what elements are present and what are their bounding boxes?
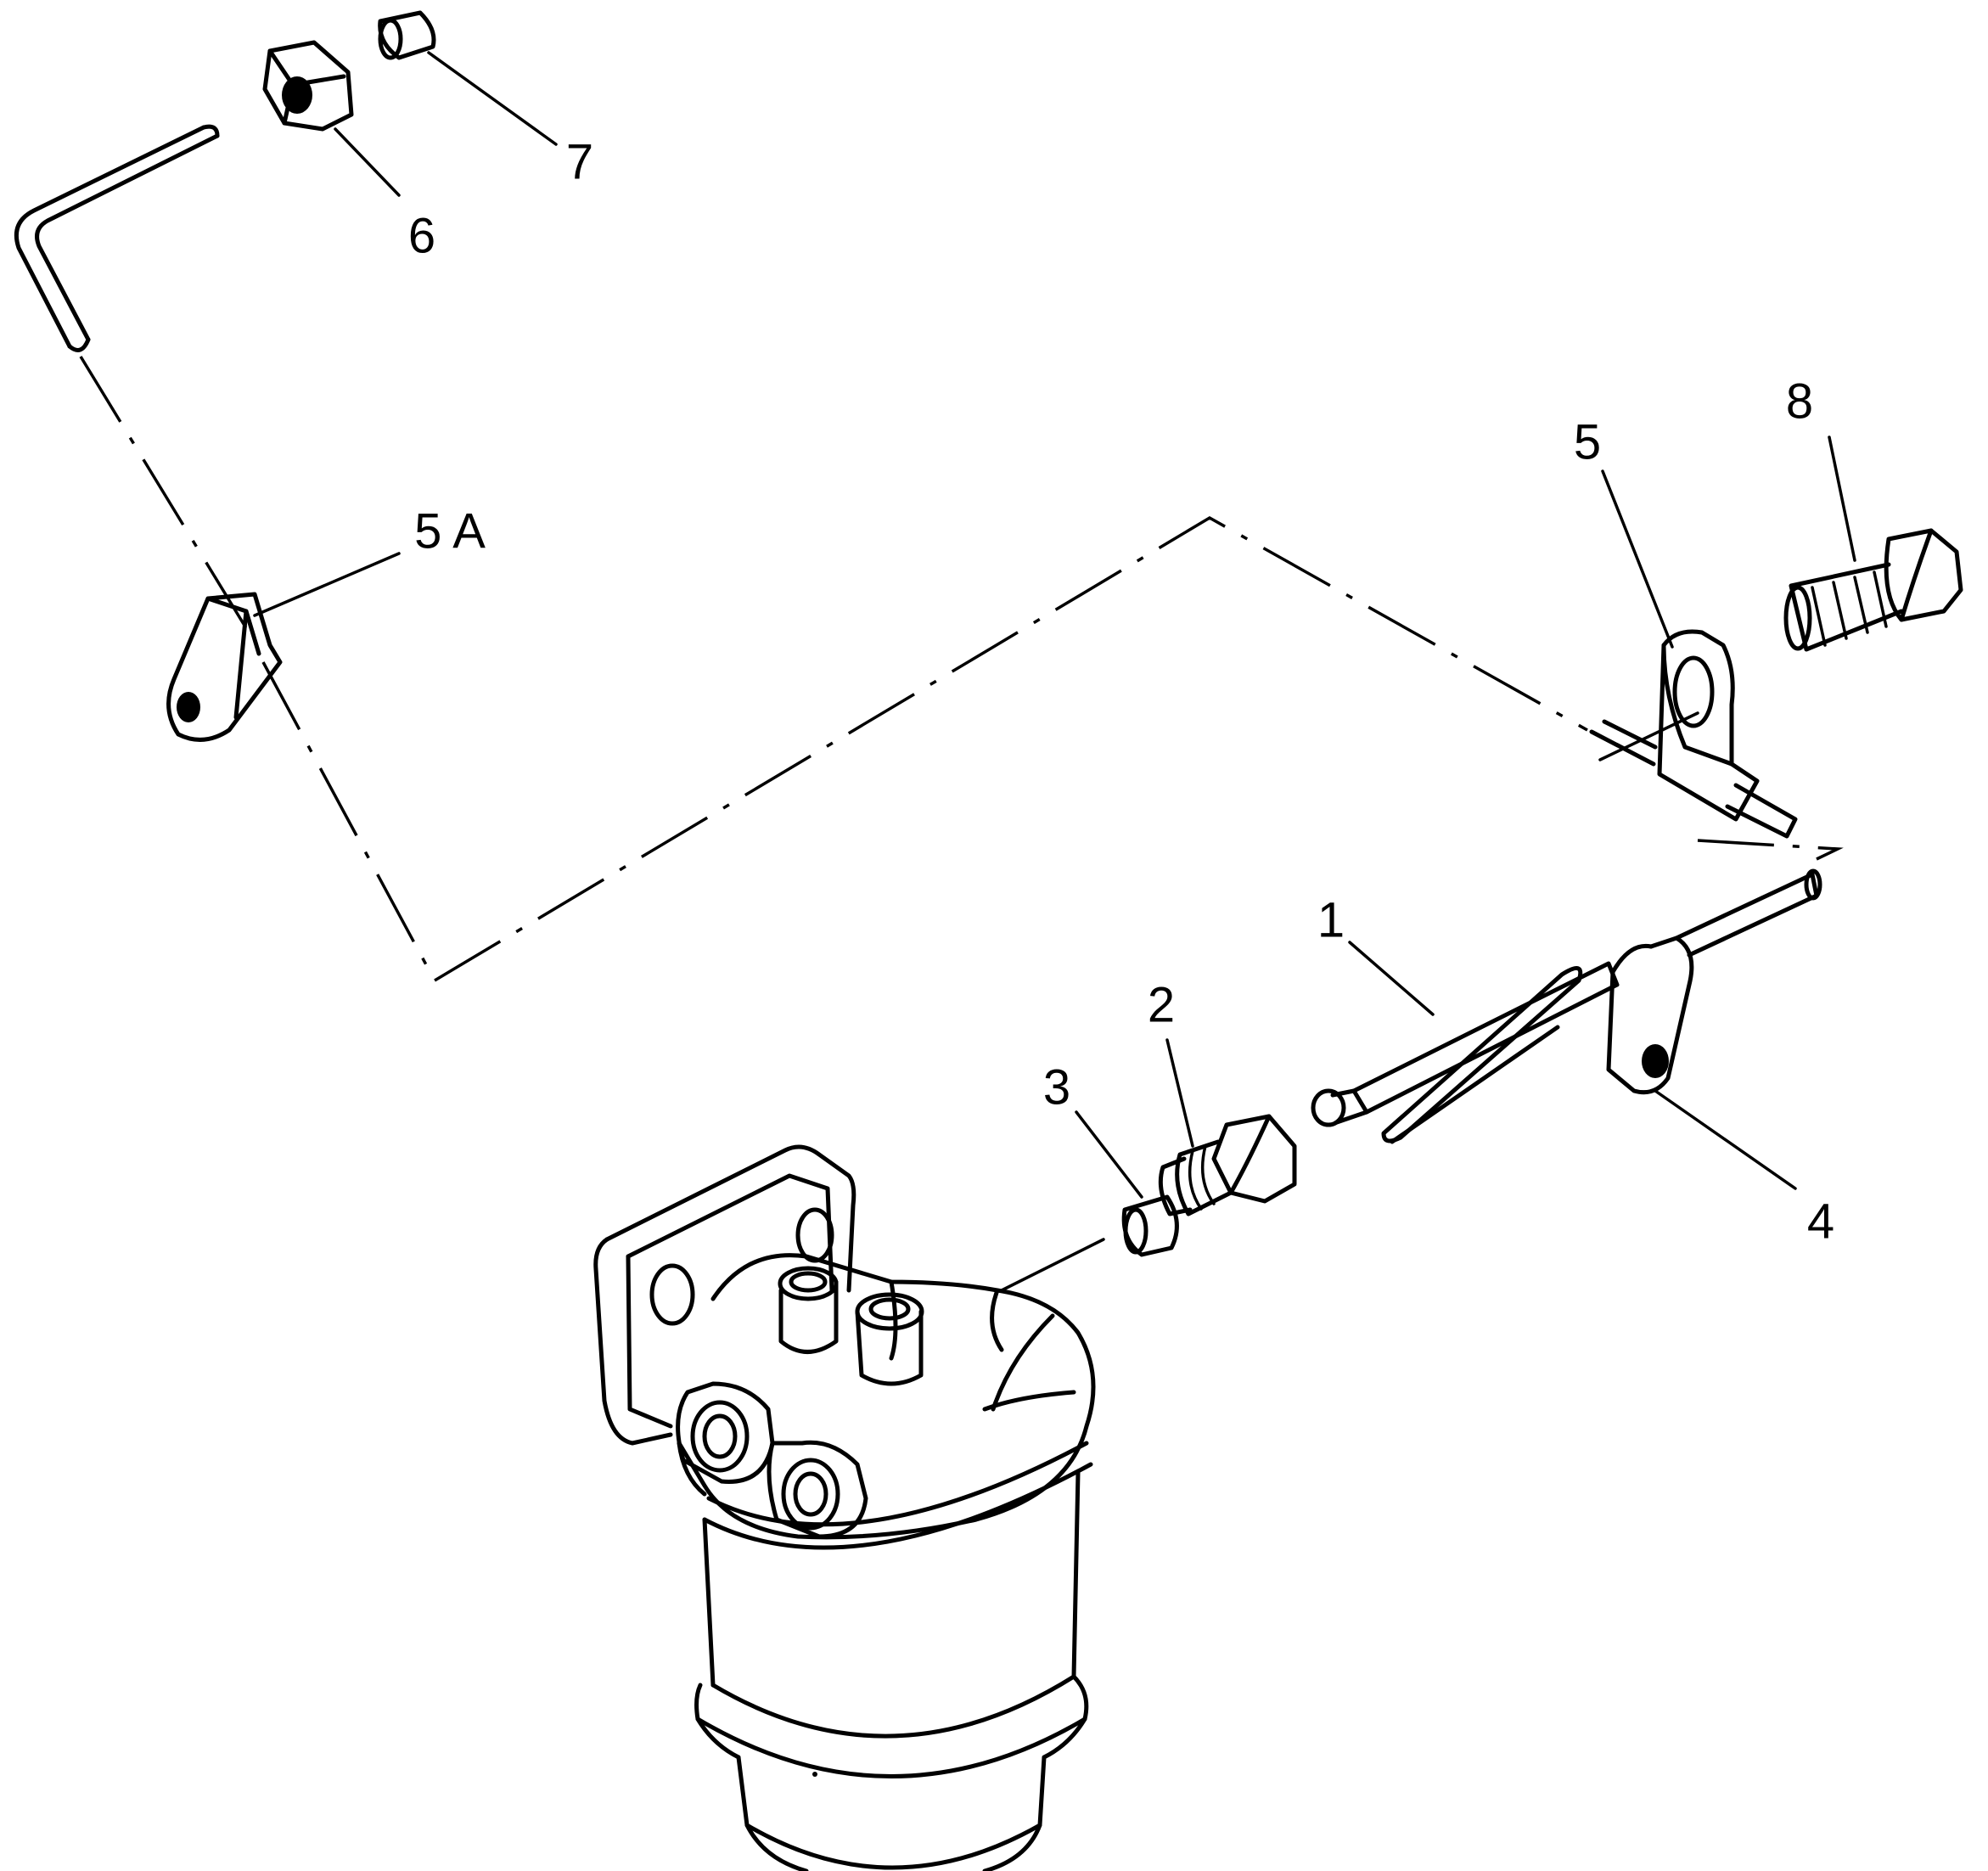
leader-lines bbox=[253, 51, 1856, 1199]
callout-6: 6 bbox=[408, 208, 435, 263]
callout-4: 4 bbox=[1807, 1194, 1834, 1249]
bolt-part-8 bbox=[1783, 528, 1963, 652]
bent-rod-part bbox=[14, 124, 220, 352]
callout-5a: 5 A bbox=[414, 503, 486, 559]
assembly-centerlines bbox=[79, 356, 1844, 983]
callout-8: 8 bbox=[1786, 374, 1813, 429]
pin-part-1 bbox=[1311, 961, 1620, 1144]
fitting-part-2 bbox=[1158, 1114, 1297, 1216]
nut-part-6 bbox=[262, 40, 354, 132]
sleeve-part-3 bbox=[1000, 1194, 1179, 1292]
sleeve-part-7 bbox=[378, 10, 436, 60]
callout-2: 2 bbox=[1148, 977, 1175, 1032]
lever-part-4 bbox=[1606, 868, 1822, 1095]
fuel-filter-body bbox=[593, 1144, 1096, 1871]
callout-labels: 1 2 3 4 5 5 A 6 7 8 bbox=[408, 134, 1834, 1249]
callout-5: 5 bbox=[1574, 414, 1601, 469]
callout-1: 1 bbox=[1317, 892, 1345, 947]
bracket-part-5 bbox=[1589, 629, 1798, 839]
callout-7: 7 bbox=[566, 134, 593, 189]
clamp-bracket-part-5a bbox=[166, 592, 283, 742]
callout-3: 3 bbox=[1043, 1059, 1070, 1115]
